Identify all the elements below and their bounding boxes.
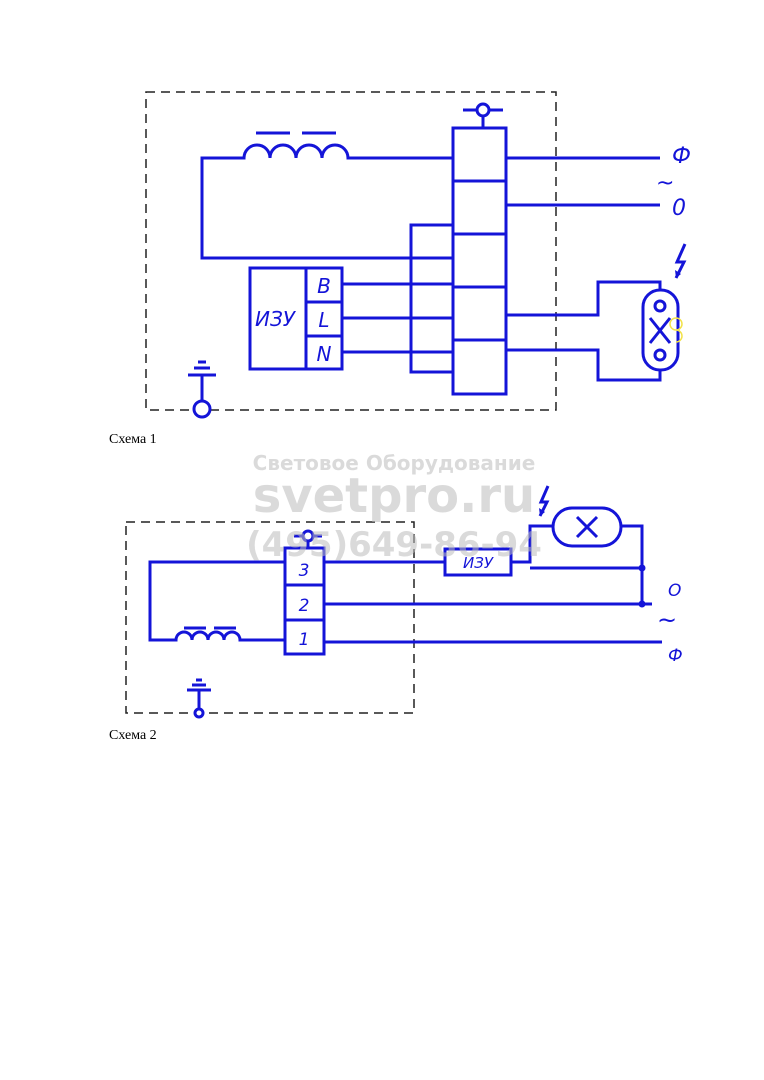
lamp-2 [551,506,623,548]
lightning-icon [674,243,687,279]
scheme-2-frame [125,521,415,714]
terminal-block-2: 3 2 1 [283,546,326,656]
izu-igniter: ИЗУ B L N [248,266,344,371]
scheme-1-frame [145,91,557,411]
watermark-line-1: Световое Оборудование [253,451,536,475]
phase-label-2: Ф [668,646,683,666]
scheme-1-caption: Схема 1 [109,432,157,447]
ground-symbol-top [463,102,503,128]
ballast-inductor-2 [148,560,285,642]
scheme-2-wiring: О ~ Ф [324,524,683,666]
terminal-2: 2 [299,596,310,616]
lamp-wiring [506,280,662,382]
scheme-2: 3 2 1 ИЗУ О ~ Ф [125,485,683,719]
izu-igniter-2: ИЗУ [443,547,513,577]
izu-label-2: ИЗУ [463,554,494,572]
lightning-icon-2 [538,485,550,517]
ground-symbol-bottom-2 [187,678,211,719]
izu-label: ИЗУ [255,307,297,331]
scheme-1: ИЗУ B L N Ф ~ 0 [145,91,691,419]
terminal-1: 1 [299,630,310,650]
izu-terminal-b: B [317,274,331,298]
izu-wiring [342,223,453,374]
neutral-label-2: О [668,581,681,601]
izu-terminal-l: L [318,308,329,332]
terminal-3: 3 [299,561,310,581]
ac-symbol: ~ [656,171,674,196]
ballast-inductor [200,131,453,260]
supply-lines: Ф ~ 0 [506,144,691,221]
watermark: Световое Оборудование svetpro.ru (495)64… [246,451,542,565]
ground-symbol-top-2 [294,529,322,548]
terminal-block [451,126,508,396]
phase-label: Ф [672,144,691,169]
scheme-2-caption: Схема 2 [109,728,157,743]
izu-terminal-n: N [317,342,332,366]
neutral-label: 0 [672,196,686,221]
watermark-line-2: svetpro.ru [253,468,535,524]
lamp-1 [641,288,683,372]
watermark-line-3: (495)649-86-94 [246,525,542,565]
ac-symbol-2: ~ [657,606,677,634]
ground-symbol-bottom [188,360,216,419]
